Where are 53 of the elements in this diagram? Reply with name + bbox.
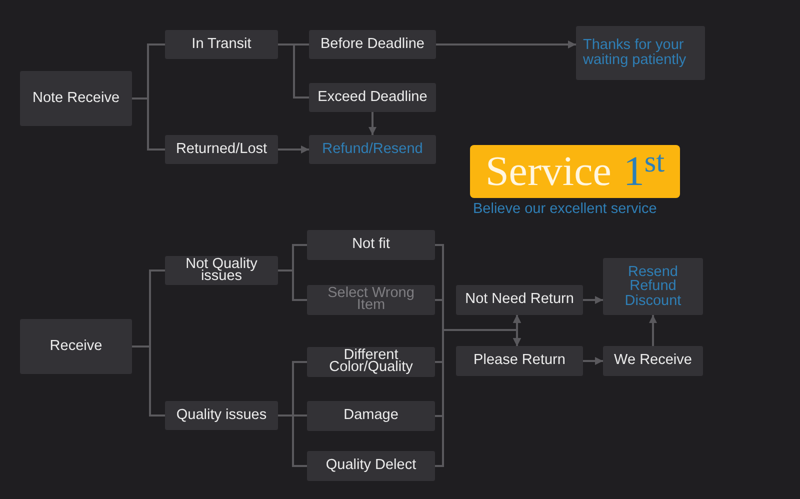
- process-box: [165, 256, 278, 285]
- arrow: [278, 146, 309, 154]
- node-label: Not Need Return: [465, 292, 574, 308]
- process-box: [20, 319, 132, 374]
- node-label: We Receive: [614, 353, 692, 369]
- process-box: [20, 71, 132, 126]
- badge-text: 1$^{st}$: [623, 150, 665, 192]
- connector-line: [278, 270, 307, 301]
- badge-text: Service: [485, 150, 612, 192]
- node-label: Not Quality issues: [184, 258, 258, 282]
- node-label: Exceed Deadline: [318, 90, 428, 106]
- arrow: [368, 112, 376, 135]
- process-box: [165, 135, 278, 164]
- tagline-text: Believe our excellent service: [473, 202, 657, 218]
- node-label: In Transit: [192, 36, 252, 52]
- arrow: [649, 315, 657, 346]
- arrow: [583, 357, 603, 365]
- node-label: Returned/Lost: [176, 142, 268, 158]
- node-label: Damage: [344, 408, 398, 424]
- connector-line: [278, 414, 307, 467]
- process-box: [307, 285, 435, 315]
- process-box: [307, 401, 435, 431]
- process-box: [456, 285, 583, 315]
- node-label: Quality issues: [176, 408, 267, 424]
- process-box: [307, 451, 435, 481]
- connector-line: [132, 346, 165, 416]
- process-box: [165, 30, 278, 59]
- connector-line: [132, 98, 165, 150]
- process-box: [309, 83, 436, 112]
- process-box: [603, 346, 703, 376]
- arrow: [583, 296, 603, 304]
- node-label: Receive: [50, 338, 102, 354]
- process-box: [165, 401, 278, 430]
- node-label: Thanks for your waiting patiently: [583, 38, 688, 68]
- node-label: Resend Refund Discount: [624, 265, 682, 308]
- process-box: [307, 230, 435, 260]
- process-box: [576, 26, 705, 80]
- node-label: Please Return: [474, 353, 566, 369]
- connector-line: [278, 44, 309, 98]
- process-box: [603, 258, 703, 315]
- node-label: Different Color/Quality: [328, 350, 414, 374]
- node-label: Refund/Resend: [322, 142, 423, 158]
- arrow: [436, 40, 576, 48]
- node-label: Before Deadline: [320, 36, 424, 52]
- node-label: Quality Delect: [326, 458, 416, 474]
- process-box: [309, 30, 436, 59]
- node-label: Note Receive: [32, 90, 120, 106]
- service-badge: [470, 145, 680, 198]
- process-box: [309, 135, 436, 164]
- process-box: [456, 346, 583, 376]
- process-box: [307, 347, 435, 377]
- node-label: Not fit: [352, 237, 390, 253]
- node-label: Select Wrong Item: [326, 288, 416, 312]
